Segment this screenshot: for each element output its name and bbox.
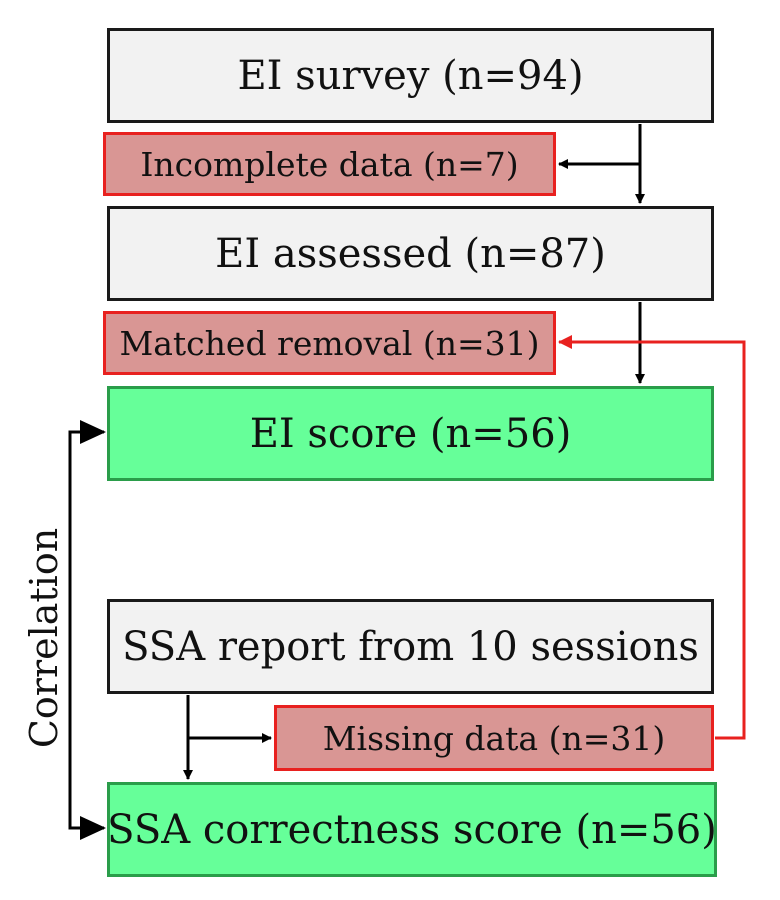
missing-data-label: Missing data (n=31) bbox=[322, 718, 666, 758]
ssa-correctness-label: SSA correctness score (n=56) bbox=[107, 806, 717, 853]
missing-data-box: Missing data (n=31) bbox=[274, 705, 714, 771]
incomplete-data-box: Incomplete data (n=7) bbox=[103, 132, 556, 196]
ei-score-box: EI score (n=56) bbox=[107, 386, 714, 481]
ei-score-label: EI score (n=56) bbox=[249, 410, 572, 457]
ssa-correctness-box: SSA correctness score (n=56) bbox=[107, 782, 717, 877]
ssa-report-box: SSA report from 10 sessions bbox=[107, 599, 714, 694]
ei-survey-box: EI survey (n=94) bbox=[107, 28, 714, 123]
matched-removal-box: Matched removal (n=31) bbox=[103, 311, 556, 375]
arrow-missing-to-matched-removal bbox=[558, 335, 746, 740]
ei-assessed-label: EI assessed (n=87) bbox=[215, 230, 606, 277]
ei-survey-label: EI survey (n=94) bbox=[237, 52, 584, 99]
incomplete-data-label: Incomplete data (n=7) bbox=[140, 144, 519, 184]
ssa-report-label: SSA report from 10 sessions bbox=[122, 623, 699, 670]
ei-assessed-box: EI assessed (n=87) bbox=[107, 206, 714, 301]
matched-removal-label: Matched removal (n=31) bbox=[119, 323, 540, 363]
correlation-arrow bbox=[68, 430, 104, 830]
correlation-arrowhead-top bbox=[80, 420, 106, 444]
correlation-arrowhead-bottom bbox=[80, 816, 106, 840]
